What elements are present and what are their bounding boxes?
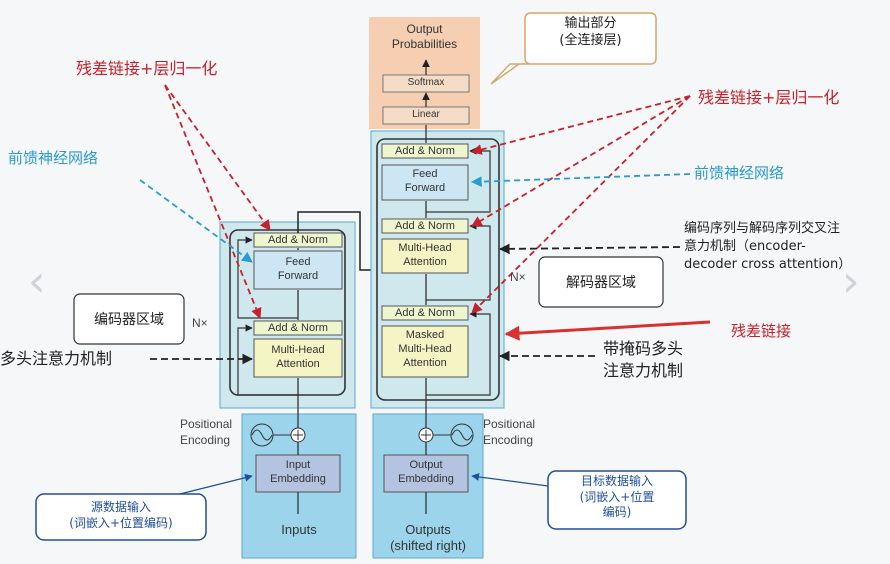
next-chevron-icon[interactable]: › [842, 256, 860, 307]
inputs-label: Inputs [281, 522, 317, 537]
encoder-attention-label: Multi-Head Attention [271, 344, 325, 370]
outputs-label: Outputs (shifted right) [390, 522, 466, 554]
decoder-feedforward-box [381, 164, 469, 201]
multi-head-attention-mechanism-label: 多头注意力机制 [0, 349, 113, 368]
output-part-callout [490, 12, 657, 85]
encoder-feedforward-label: Feed Forward [277, 256, 319, 282]
encoder-block [219, 221, 356, 409]
encoder-region-label: 编码器区域 [94, 312, 164, 328]
input-embedding-label: Input Embedding [270, 459, 326, 485]
output-part-label: 输出部分 (全连接层) [559, 16, 622, 48]
decoder-addnorm-bottom-box [381, 305, 469, 321]
residual-link-label: 残差链接 [731, 322, 792, 340]
encoder-addnorm-bottom-label: Add & Norm [268, 322, 328, 334]
residual-norm-right-label: 残差链接+层归一化 [698, 88, 840, 107]
output-probabilities-label: Output Probabilities [391, 22, 458, 51]
ffn-left-label: 前馈神经网络 [8, 149, 99, 167]
decoder-addnorm-middle-label: Add & Norm [395, 220, 455, 232]
input-embedding-box [255, 454, 341, 493]
output-embedding-box [383, 454, 469, 493]
decoder-region-box [538, 256, 664, 308]
encoder-positional-encoding-label: Positional Encoding [180, 417, 233, 447]
decoder-addnorm-top-box [381, 143, 469, 159]
decoder-positional-encoding-label: Positional Encoding [483, 417, 536, 447]
target-input-label: 目标数据输入 (词嵌入+位置 编码) [579, 474, 655, 520]
decoder-attention-label: Multi-Head Attention [398, 242, 452, 268]
decoder-feedforward-label: Feed Forward [404, 168, 446, 194]
residual-norm-left-label: 残差链接+层归一化 [76, 59, 218, 78]
decoder-attention-box [381, 238, 469, 274]
decoder-masked-attention-box [381, 325, 469, 378]
ffn-right-label: 前馈神经网络 [694, 164, 785, 182]
encoder-addnorm-top-label: Add & Norm [268, 234, 328, 246]
softmax-label: Softmax [407, 77, 445, 88]
encoder-addnorm-bottom-box [253, 320, 343, 336]
target-input-callout [547, 470, 687, 530]
encoder-region-box [73, 293, 185, 345]
encoder-feedforward-box [253, 250, 343, 290]
cross-attention-label: 编码序列与解码序列交叉注 意力机制（encoder- decoder cross… [684, 221, 852, 273]
previous-chevron-icon[interactable]: ‹ [28, 256, 46, 307]
decoder-nx-label: N× [510, 270, 526, 284]
decoder-region-label: 解码器区域 [566, 275, 636, 291]
decoder-addnorm-top-label: Add & Norm [395, 145, 455, 157]
masked-attention-mechanism-label: 带掩码多头 注意力机制 [603, 339, 684, 381]
decoder-masked-attention-label: Masked Multi-Head Attention [398, 329, 452, 369]
decoder-addnorm-bottom-label: Add & Norm [395, 307, 455, 319]
encoder-attention-box [253, 338, 343, 378]
source-input-label: 源数据输入 (词嵌入+位置编码) [69, 500, 173, 530]
encoder-nx-label: N× [192, 316, 208, 330]
decoder-addnorm-middle-box [381, 218, 469, 234]
linear-label: Linear [412, 109, 440, 120]
output-embedding-label: Output Embedding [398, 459, 454, 485]
source-input-callout [35, 493, 207, 541]
